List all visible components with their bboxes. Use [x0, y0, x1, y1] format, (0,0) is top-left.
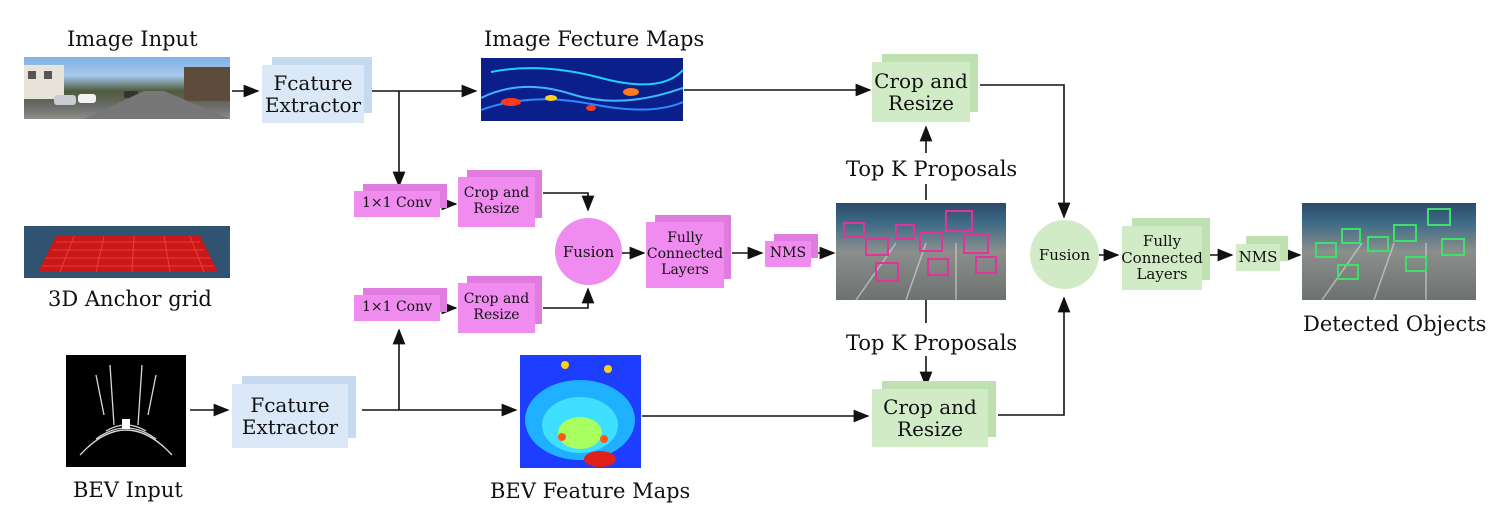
proposal-fully-connected-layers: Fully Connected Layers [646, 222, 724, 288]
proposal-crop-resize-bottom: Crop and Resize [458, 283, 535, 333]
image-feature-extractor: Fcature Extractor [262, 65, 364, 123]
image-feature-maps-label: Image Fecture Maps [484, 27, 705, 51]
bev-feature-map [520, 355, 641, 468]
detected-objects-label: Detected Objects [1303, 312, 1487, 336]
detection-nms: NMS [1236, 244, 1280, 271]
proposal-crop-resize-top: Crop and Resize [458, 177, 535, 227]
conv-1x1-top: 1×1 Conv [354, 191, 440, 217]
detection-crop-resize-bottom: Crop and Resize [872, 389, 988, 447]
proposal-fusion: Fusion [555, 218, 622, 285]
proposals-image [836, 203, 1006, 300]
bev-feature-extractor: Fcature Extractor [232, 384, 348, 448]
bev-input-label: BEV Input [73, 478, 183, 502]
detection-fusion: Fusion [1030, 220, 1099, 289]
detected-objects-image [1302, 203, 1476, 300]
anchor-grid-label: 3D Anchor grid [48, 287, 212, 311]
anchor-grid-image [24, 226, 230, 278]
image-input-label: Image Input [67, 27, 198, 51]
top-k-proposals-top: Top K Proposals [846, 157, 1018, 181]
bev-input-image [66, 355, 186, 467]
camera-image [24, 57, 230, 119]
detection-crop-resize-top: Crop and Resize [872, 62, 970, 122]
detection-fully-connected-layers: Fully Connected Layers [1121, 226, 1203, 290]
bev-feature-maps-label: BEV Feature Maps [490, 479, 691, 503]
proposal-nms: NMS [765, 241, 811, 267]
conv-1x1-bottom: 1×1 Conv [354, 295, 440, 321]
image-feature-map [481, 58, 683, 121]
top-k-proposals-bottom: Top K Proposals [846, 331, 1018, 355]
